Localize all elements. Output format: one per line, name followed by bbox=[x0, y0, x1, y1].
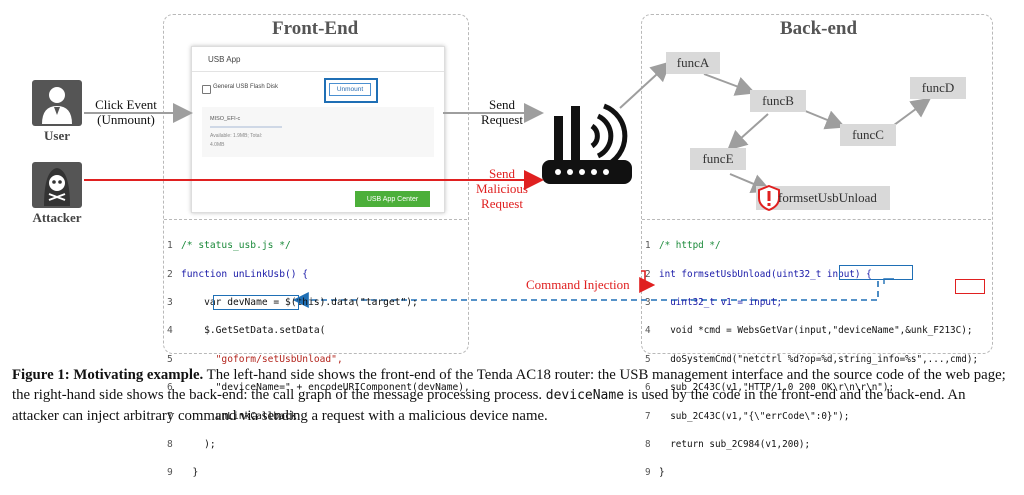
click-event-text: Click Event bbox=[95, 97, 157, 112]
unmount-paren-text: (Unmount) bbox=[97, 112, 155, 127]
caption-text-2: is used by the code in the front-end and… bbox=[12, 387, 966, 424]
partition-usage-bar bbox=[210, 126, 282, 128]
request-text: Request bbox=[481, 112, 523, 127]
fe-devicename-highlight bbox=[213, 295, 299, 310]
node-funcB: funcB bbox=[750, 90, 806, 112]
caption-figure-label: Figure 1: Motivating example. bbox=[12, 367, 204, 383]
command-injection-arrow bbox=[639, 270, 656, 293]
fe-line-4: 4 $.GetSetData.setData( bbox=[167, 325, 326, 337]
shield-warning-icon bbox=[758, 184, 780, 212]
usb-app-window: USB App General USB Flash Disk Unmount M… bbox=[191, 46, 445, 213]
fe-line-6: 6 "deviceName=" + encodeURIComponent(dev… bbox=[167, 382, 470, 394]
node-funcE: funcE bbox=[690, 148, 746, 170]
fe-line-7: 7 unLinkCallback bbox=[167, 410, 297, 422]
user-icon bbox=[32, 80, 82, 126]
partition-box bbox=[202, 107, 434, 157]
send-malicious-label: Send Malicious Request bbox=[470, 166, 534, 211]
attacker-label: Attacker bbox=[32, 210, 82, 225]
send-text: Send bbox=[489, 97, 515, 112]
partition-total: 4.0MB bbox=[210, 142, 225, 148]
back-end-divider bbox=[642, 219, 991, 220]
router-icon bbox=[540, 96, 634, 188]
usb-device-icon bbox=[202, 85, 211, 94]
unmount-button[interactable]: Unmount bbox=[329, 83, 371, 96]
be-line-7: 7 sub_2C43C(v1,"{\"errCode\":0}"); bbox=[645, 410, 850, 422]
usb-app-header: USB App bbox=[208, 55, 241, 64]
front-end-panel bbox=[163, 14, 469, 354]
send-malicious-text-3: Request bbox=[481, 196, 523, 211]
router-to-funcA-arrow bbox=[619, 61, 671, 109]
funcB-to-funcE-edge bbox=[727, 113, 769, 151]
fe-line-5: 5 "goform/setUsbUnload", bbox=[167, 353, 343, 365]
send-malicious-text-2: Malicious bbox=[476, 181, 528, 196]
fe-line-8: 8 ); bbox=[167, 439, 216, 451]
attacker-icon bbox=[32, 162, 82, 208]
be-line-8: 8 return sub_2C984(v1,200); bbox=[645, 439, 811, 451]
node-funcA: funcA bbox=[666, 52, 720, 74]
figure-caption: Figure 1: Motivating example. The left-h… bbox=[12, 365, 1012, 426]
node-funcC: funcC bbox=[840, 124, 896, 146]
send-malicious-text-1: Send bbox=[489, 166, 515, 181]
back-end-title: Back-end bbox=[780, 18, 858, 39]
user-label: User bbox=[44, 128, 70, 143]
caption-devicename: deviceName bbox=[545, 388, 625, 403]
be-line-1: 1/* httpd */ bbox=[645, 240, 721, 252]
be-line-6: 6 sub_2C43C(v1,"HTTP/1.0 200 OK\r\n\r\n"… bbox=[645, 382, 895, 394]
fe-line-3: 3 var devName = $(this).data("target"); bbox=[167, 297, 418, 309]
be-cmd-highlight bbox=[955, 279, 985, 294]
be-line-3: 3 uint32_t v1 = input; bbox=[645, 297, 783, 309]
caption-text-1: The left-hand side shows the front-end o… bbox=[12, 367, 1006, 403]
be-line-9: 9} bbox=[645, 467, 665, 479]
funcC-to-funcD-edge bbox=[889, 97, 932, 129]
unmount-outer-highlight bbox=[324, 78, 378, 103]
funcA-to-funcB-edge bbox=[703, 73, 756, 96]
front-end-title: Front-End bbox=[272, 18, 359, 39]
partition-info: Available: 1.9MB; Total: bbox=[210, 133, 263, 139]
partition-name: MISO_EFI-c bbox=[210, 116, 241, 122]
command-injection-label: Command Injection bbox=[526, 277, 630, 292]
fe-line-1: 1/* status_usb.js */ bbox=[167, 240, 291, 252]
be-line-5: 5 doSystemCmd("netctrl %d?op=%d,string_i… bbox=[645, 353, 979, 365]
fe-line-9: 9 } bbox=[167, 467, 199, 479]
send-request-label: Send Request bbox=[472, 97, 532, 127]
node-funcD: funcD bbox=[910, 77, 966, 99]
back-end-panel bbox=[641, 14, 993, 354]
click-event-label: Click Event (Unmount) bbox=[86, 97, 166, 127]
be-line-4: 4 void *cmd = WebsGetVar(input,"deviceNa… bbox=[645, 325, 973, 337]
usb-app-center-button[interactable]: USB App Center bbox=[355, 191, 430, 207]
node-formsetUsbUnload-label: formsetUsbUnload bbox=[778, 190, 877, 205]
front-end-divider bbox=[164, 219, 467, 220]
be-devicename-highlight bbox=[839, 265, 913, 280]
usb-device-label: General USB Flash Disk bbox=[213, 84, 279, 90]
